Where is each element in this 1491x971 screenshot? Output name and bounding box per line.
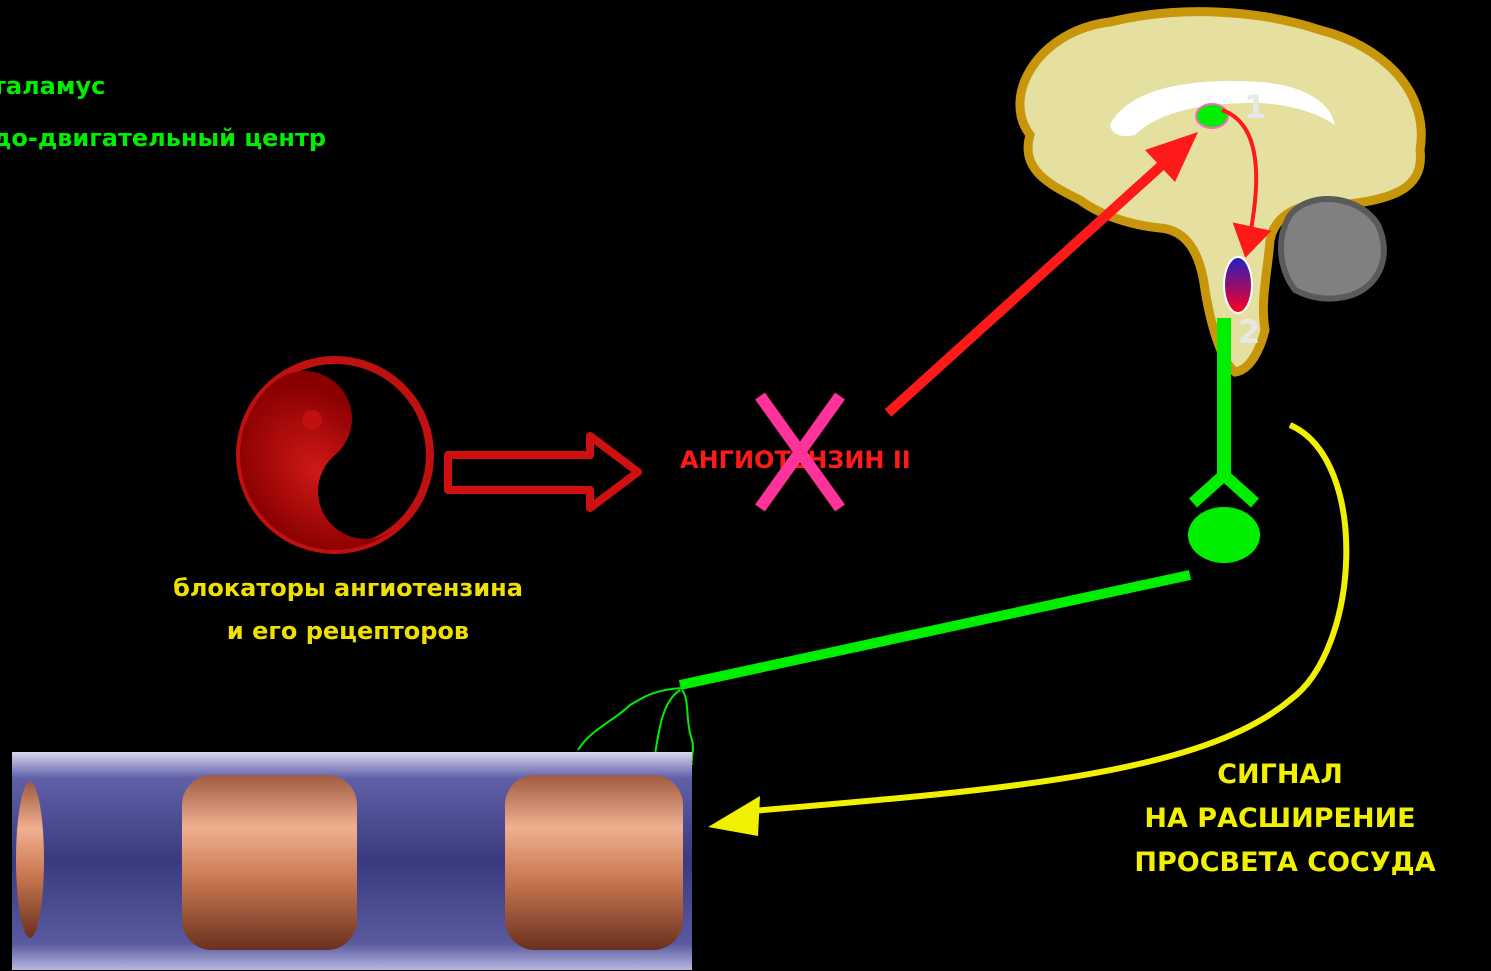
brain-cortex — [1020, 12, 1421, 372]
synapse-fork-right — [1224, 475, 1255, 503]
brain-illustration — [1020, 12, 1421, 372]
blockers-label-line2: и его рецепторов — [138, 617, 558, 645]
signal-arrowhead — [708, 796, 760, 836]
brain-point-2-label: 2 — [1238, 313, 1260, 351]
nerve-ending-2 — [655, 690, 680, 755]
blood-vessel — [12, 752, 692, 970]
cross-icon — [740, 388, 860, 518]
blockers-label-line1: блокаторы ангиотензина — [138, 574, 558, 602]
vessel-ring-right — [505, 775, 683, 950]
vessel-ring-middle — [182, 775, 357, 950]
synapse-fork-left — [1193, 475, 1224, 503]
double-arrow-icon — [448, 436, 638, 508]
vasomotor-center-label: до-двигательный центр — [0, 124, 326, 152]
vasomotor-center-node — [1224, 257, 1252, 313]
nerve-ending-1 — [578, 688, 682, 750]
ganglion-node — [1188, 507, 1260, 563]
brain-point-1-label: 1 — [1244, 88, 1266, 126]
peripheral-nerve-line — [680, 575, 1190, 685]
cerebellum — [1281, 199, 1384, 299]
yin-yang-icon — [201, 352, 432, 589]
signal-label-line2: НА РАСШИРЕНИЕ — [1100, 803, 1460, 834]
vessel-ring-left — [16, 782, 44, 938]
signal-label-line3: ПРОСВЕТА СОСУДА — [1090, 847, 1480, 878]
hypothalamus-label: таламус — [0, 72, 105, 100]
signal-label-line1: СИГНАЛ — [1100, 759, 1460, 790]
hypothalamus-node — [1196, 104, 1228, 128]
